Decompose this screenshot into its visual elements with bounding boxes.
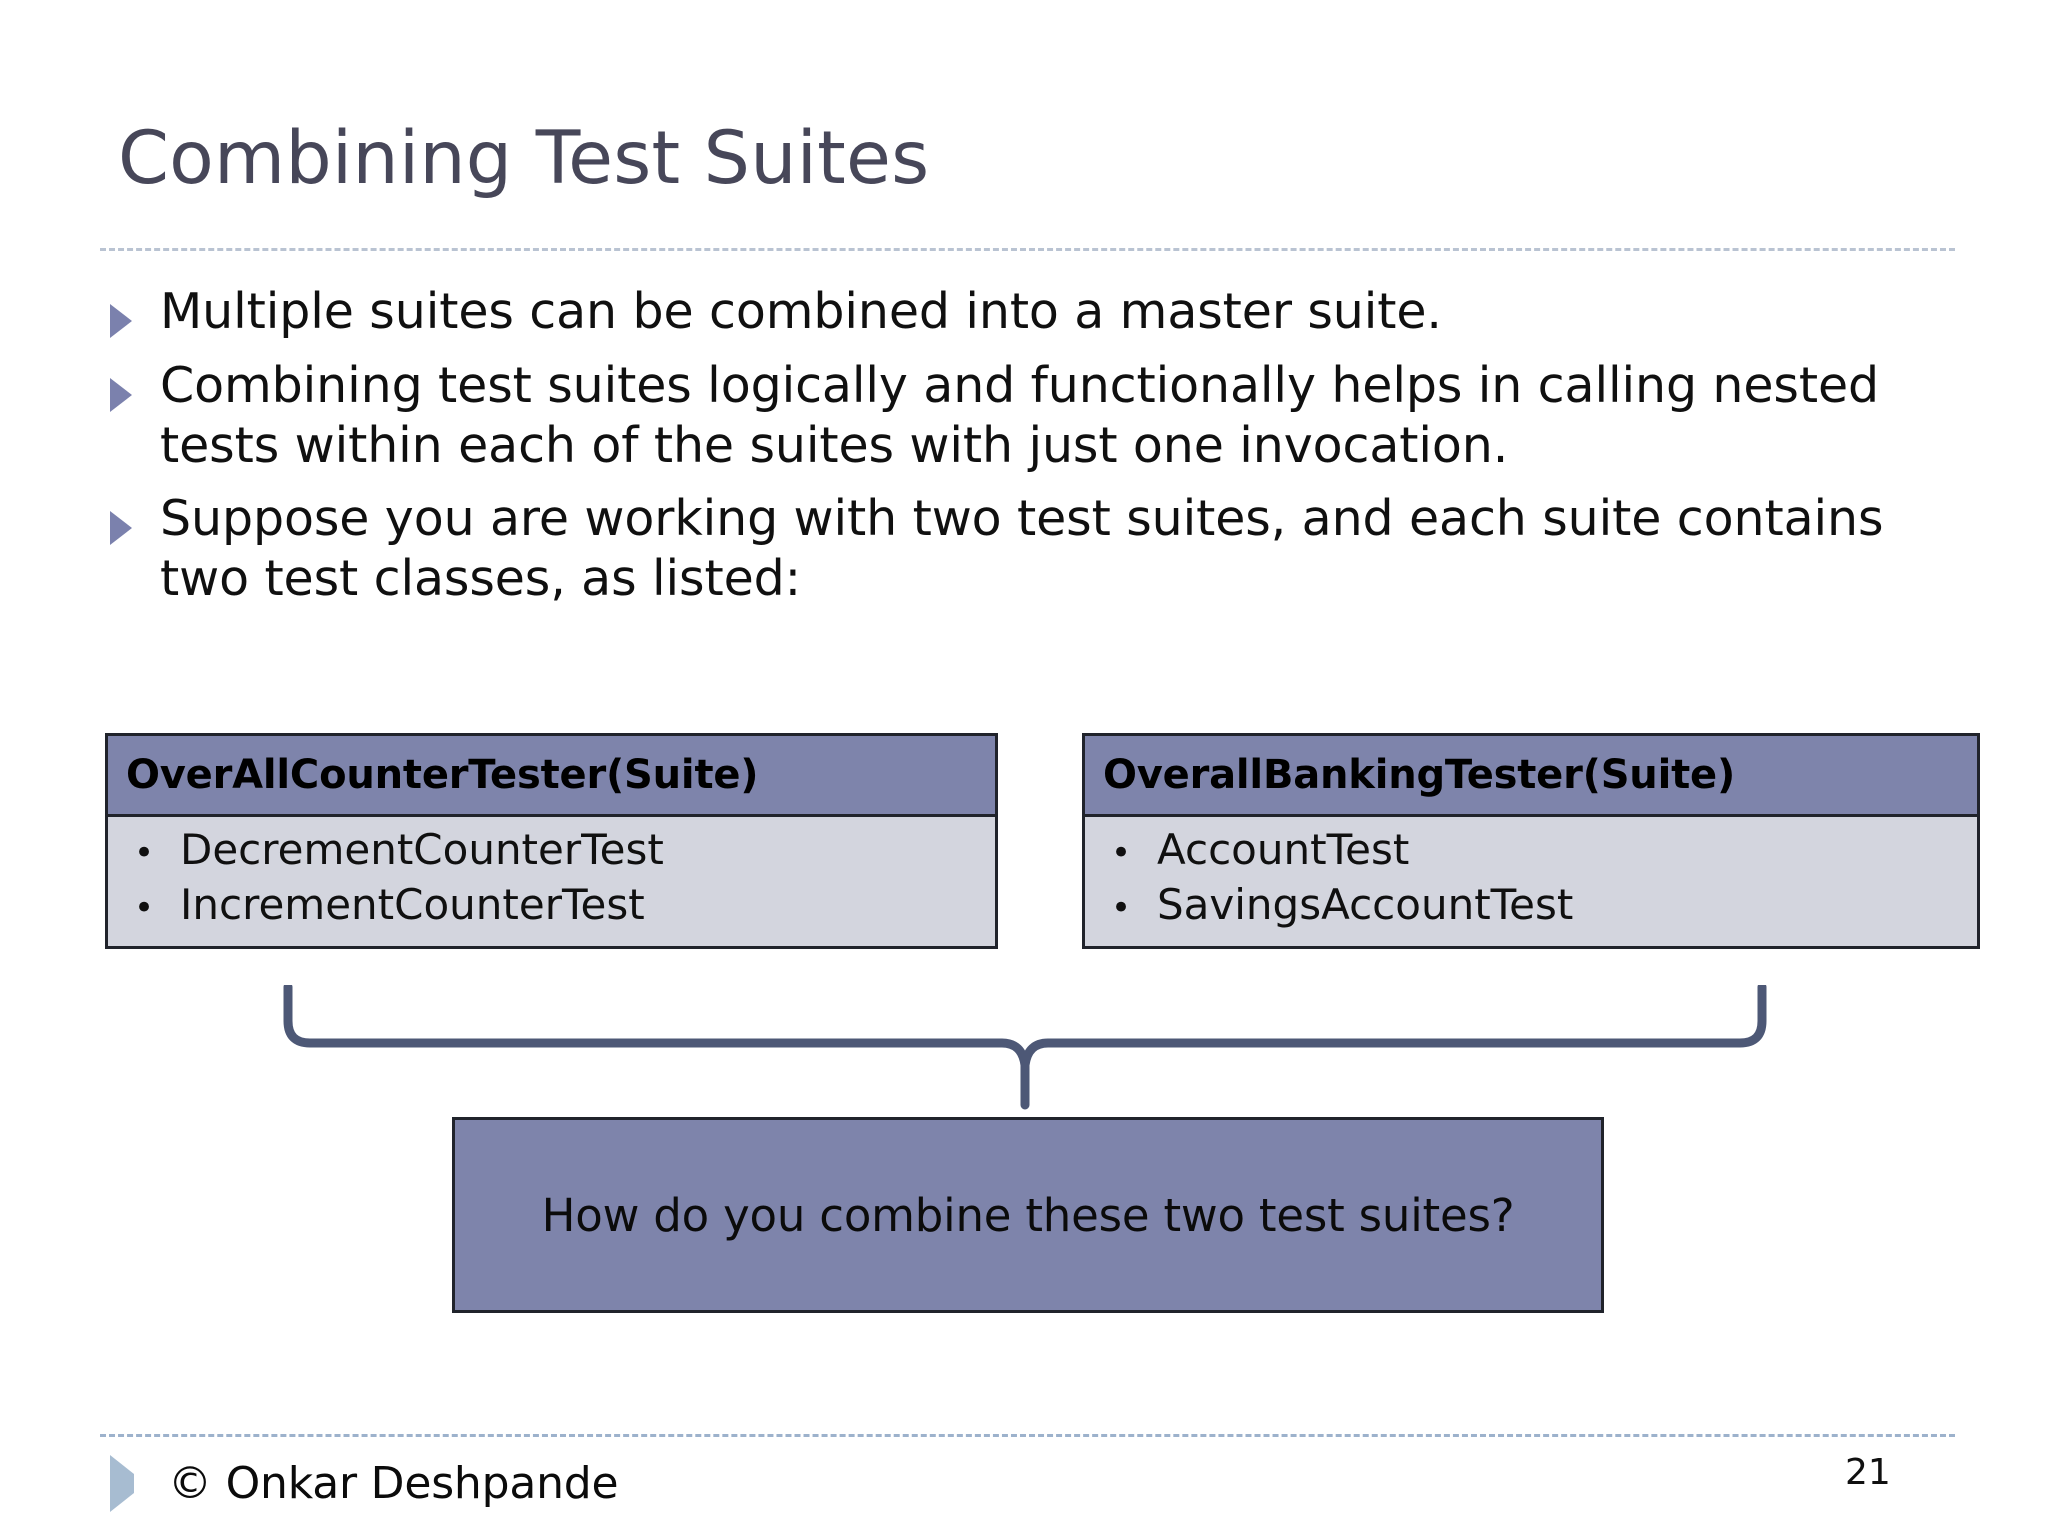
bullet-text: Multiple suites can be combined into a m… [160, 283, 1442, 340]
suite-box-banking: OverallBankingTester(Suite) • AccountTes… [1082, 733, 1980, 950]
page-number: 21 [1845, 1452, 1891, 1493]
dot-bullet-icon: • [133, 833, 155, 873]
suite-item-label: SavingsAccountTest [1157, 879, 1574, 929]
dot-bullet-icon: • [1110, 887, 1132, 928]
page-title: Combining Test Suites [118, 116, 930, 201]
list-item: • DecrementCounterTest [108, 823, 995, 878]
suite-box-counter: OverAllCounterTester(Suite) • DecrementC… [105, 733, 998, 950]
suite-item-label: AccountTest [1157, 825, 1410, 874]
suite-header-title: OverallBankingTester(Suite) [1085, 736, 1977, 817]
triangle-bullet-icon [104, 282, 160, 338]
list-item: • AccountTest [1085, 823, 1977, 878]
curly-brace-connector-icon [280, 982, 1770, 1110]
suite-body: • DecrementCounterTest • IncrementCounte… [108, 817, 995, 947]
question-callout-box: How do you combine these two test suites… [452, 1117, 1604, 1313]
dot-bullet-icon: • [1110, 833, 1132, 873]
bullet-text: Combining test suites logically and func… [160, 356, 1880, 474]
suite-item-label: IncrementCounterTest [180, 879, 645, 929]
suite-header-title: OverAllCounterTester(Suite) [108, 736, 995, 817]
suite-item-label: DecrementCounterTest [180, 825, 664, 874]
bullet-list: Multiple suites can be combined into a m… [104, 282, 1904, 623]
suite-body: • AccountTest • SavingsAccountTest [1085, 817, 1977, 947]
bullet-text: Suppose you are working with two test su… [160, 490, 1884, 608]
copyright-text: © Onkar Deshpande [168, 1457, 619, 1509]
triangle-bullet-icon [104, 356, 160, 412]
dot-bullet-icon: • [133, 887, 155, 928]
footer: © Onkar Deshpande [104, 1443, 1959, 1523]
list-item: Combining test suites logically and func… [104, 356, 1904, 476]
list-item: Multiple suites can be combined into a m… [104, 282, 1904, 342]
triangle-bullet-icon [104, 1454, 134, 1512]
triangle-bullet-icon [104, 489, 160, 546]
footer-divider [100, 1434, 1955, 1437]
title-divider [100, 248, 1955, 251]
question-text: How do you combine these two test suites… [541, 1188, 1515, 1242]
list-item: Suppose you are working with two test su… [104, 489, 1904, 609]
list-item: • IncrementCounterTest [108, 878, 995, 933]
list-item: • SavingsAccountTest [1085, 878, 1977, 933]
